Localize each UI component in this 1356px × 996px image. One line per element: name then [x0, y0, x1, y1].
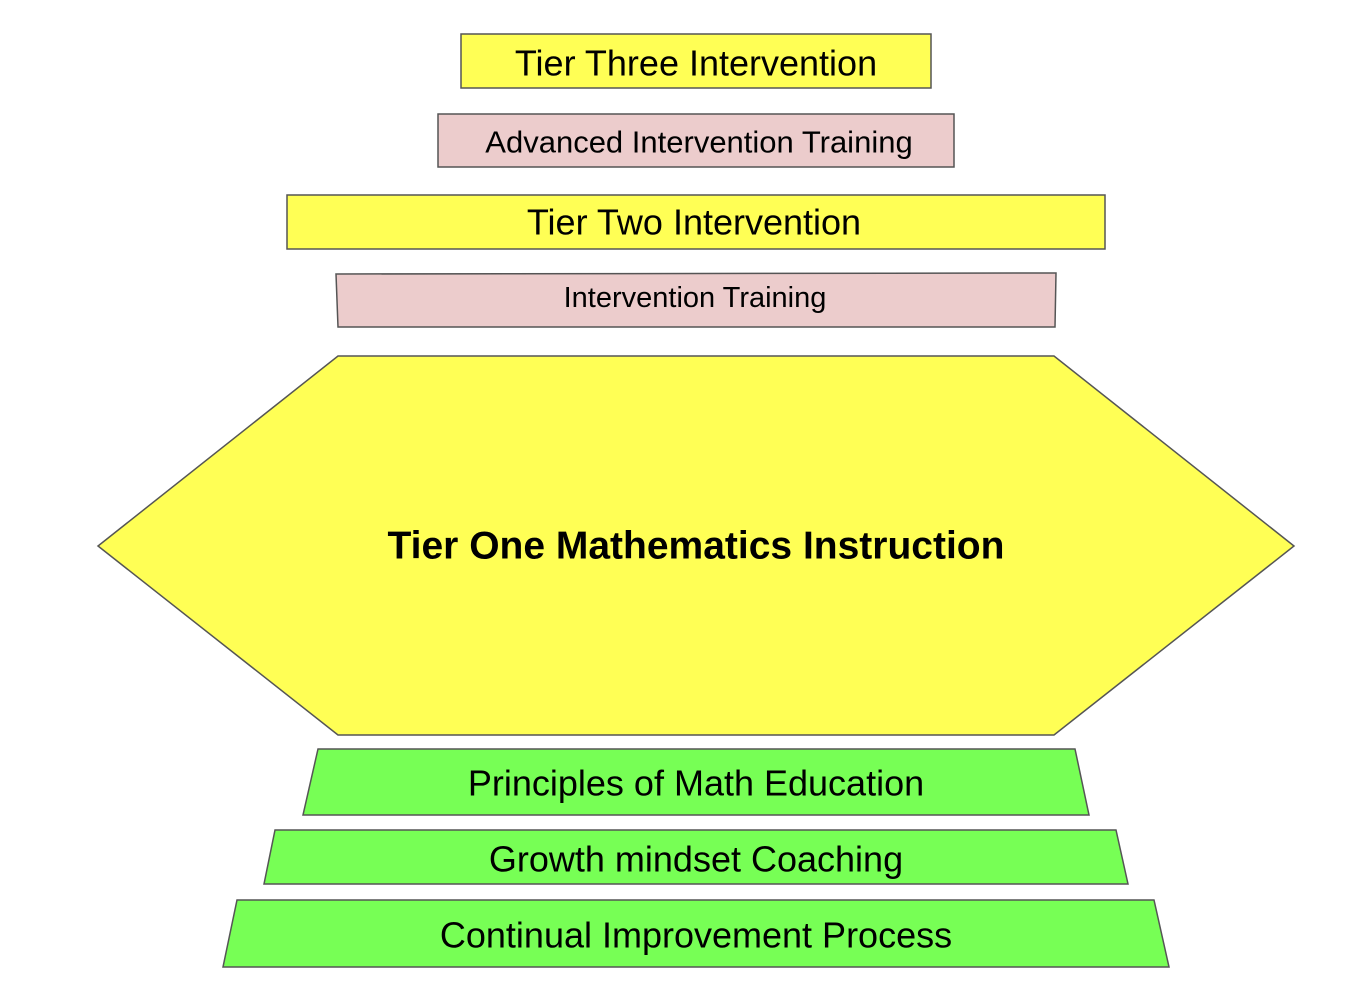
tier-two-box: Tier Two Intervention: [286, 194, 1106, 250]
continual-improvement-label: Continual Improvement Process: [440, 915, 952, 956]
growth-mindset-trapezoid: Growth mindset Coaching: [263, 829, 1129, 885]
tier-one-hexagon: Tier One Mathematics Instruction: [96, 355, 1296, 736]
principles-label: Principles of Math Education: [468, 763, 924, 804]
advanced-training-label: Advanced Intervention Training: [485, 125, 912, 160]
intervention-training-label: Intervention Training: [564, 282, 827, 314]
principles-trapezoid: Principles of Math Education: [302, 748, 1090, 816]
tier-three-label: Tier Three Intervention: [515, 43, 877, 84]
growth-mindset-label: Growth mindset Coaching: [489, 839, 903, 880]
advanced-training-box: Advanced Intervention Training: [437, 113, 955, 168]
tier-three-box: Tier Three Intervention: [460, 33, 932, 89]
tier-two-label: Tier Two Intervention: [527, 202, 861, 243]
continual-improvement-trapezoid: Continual Improvement Process: [222, 899, 1170, 968]
tier-one-label: Tier One Mathematics Instruction: [388, 525, 1005, 568]
intervention-training-box: Intervention Training: [335, 272, 1057, 328]
